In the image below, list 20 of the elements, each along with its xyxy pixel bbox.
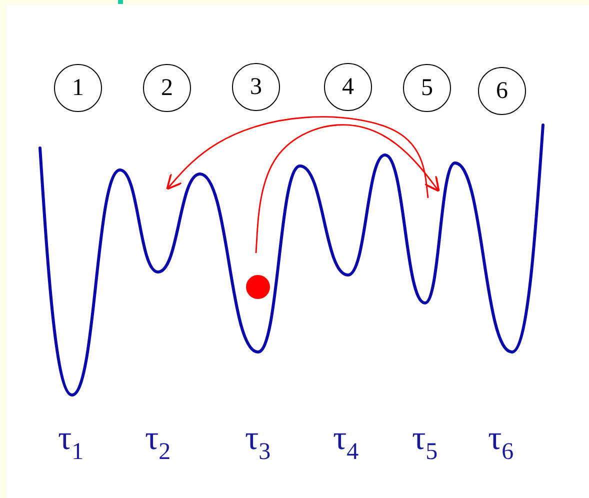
time-constant-label: τ$_{5}$ <box>412 420 438 466</box>
potential-well-curve <box>454 124 544 354</box>
state-circle: 4 <box>324 63 372 111</box>
potential-well-curve <box>298 154 386 276</box>
state-circle: 6 <box>478 67 526 115</box>
potential-well-curve <box>384 154 456 304</box>
time-constant-label: τ$_{1}$ <box>58 420 84 466</box>
time-constant-label: τ$_{2}$ <box>145 420 171 466</box>
arrow <box>255 124 440 254</box>
state-circle: 1 <box>54 64 102 112</box>
potential-well-curve <box>118 168 202 274</box>
arrow <box>166 116 429 198</box>
potential-well-curve <box>38 146 122 396</box>
state-circle: 2 <box>143 64 191 112</box>
time-constant-label: τ$_{3}$ <box>245 420 271 466</box>
state-circle: 5 <box>403 64 451 112</box>
time-constant-label: τ$_{4}$ <box>333 420 359 466</box>
state-circle: 3 <box>232 63 280 111</box>
potential-well-curve <box>198 164 302 354</box>
time-constant-label: τ$_{6}$ <box>488 420 514 466</box>
